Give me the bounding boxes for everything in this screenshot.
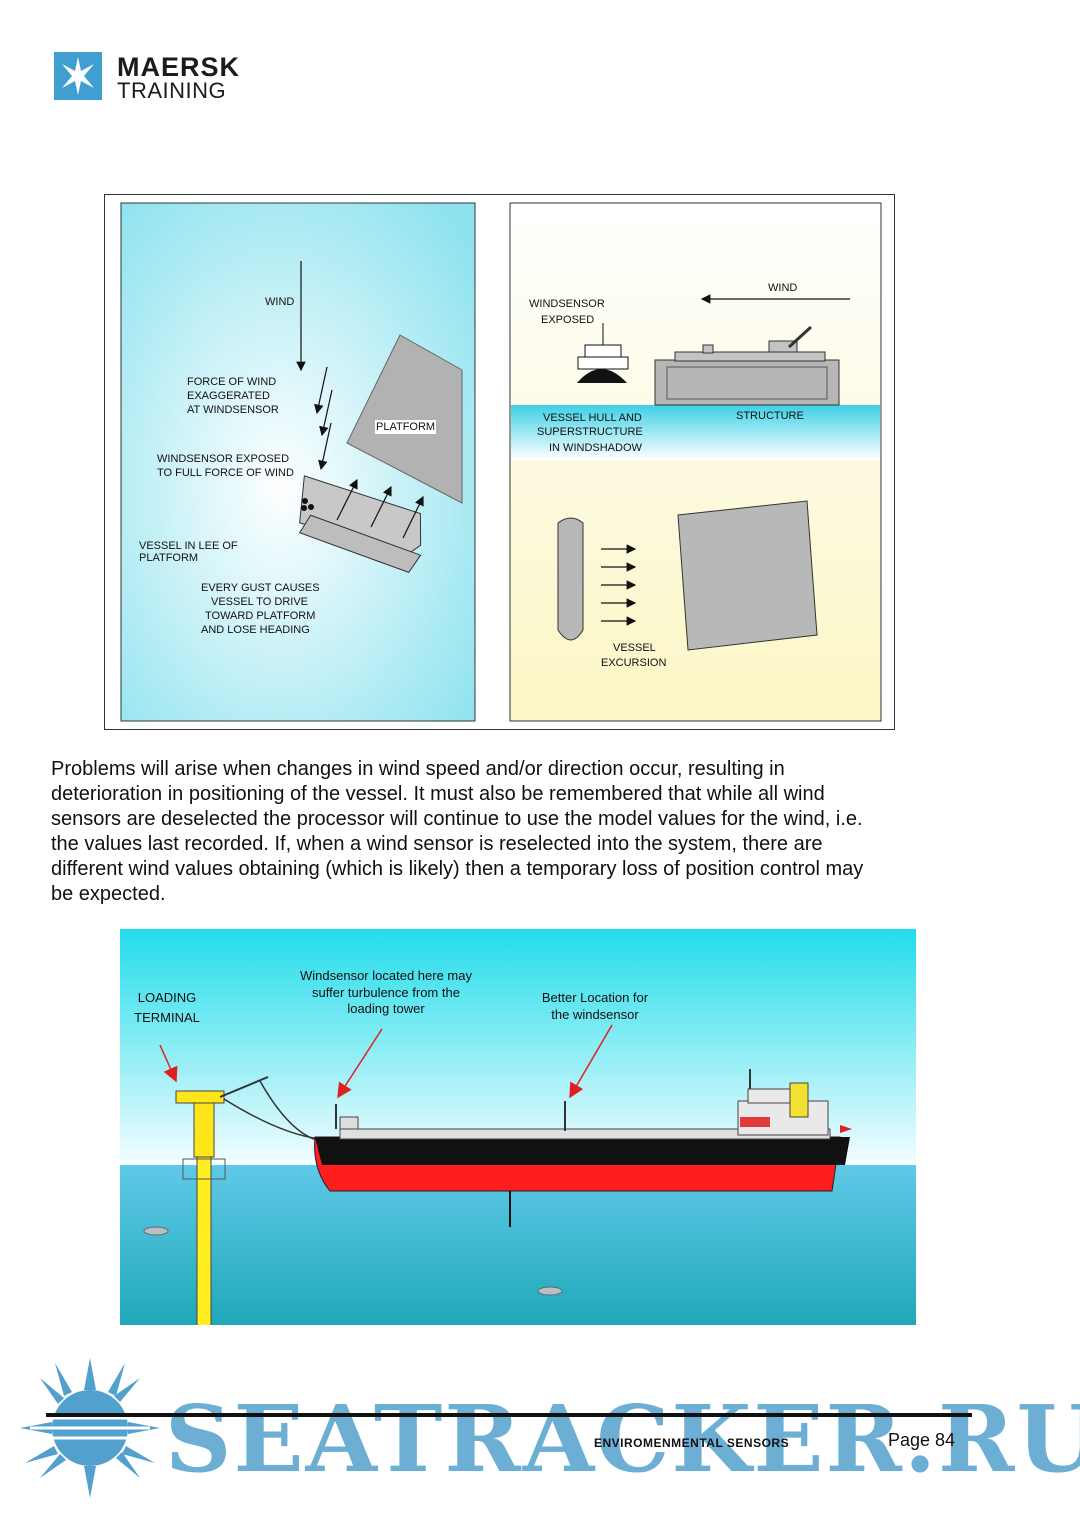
hull-label-2: SUPERSTRUCTURE: [537, 426, 643, 438]
paragraph-line: deterioration in positioning of the vess…: [51, 783, 825, 805]
left-wind-label: WIND: [265, 296, 295, 308]
paragraph-line: the values last recorded. If, when a win…: [51, 833, 823, 855]
gust-label-2: VESSEL TO DRIVE: [211, 596, 309, 608]
exposed-label-1: WINDSENSOR EXPOSED: [157, 453, 290, 465]
paragraph-line: sensors are deselected the processor wil…: [51, 808, 863, 830]
windshadow-diagram: [120, 202, 882, 722]
turbulence-label-1: Windsensor located here may: [300, 968, 472, 983]
page-number: Page 84: [888, 1430, 956, 1450]
logo-title: MAERSK: [117, 52, 241, 82]
body-paragraph: Problems will arise when changes in wind…: [51, 757, 991, 907]
gust-label-1: EVERY GUST CAUSES: [201, 582, 320, 594]
right-wind-label: WIND: [768, 282, 798, 294]
sun-icon: [20, 1358, 160, 1498]
lee-label-2: PLATFORM: [139, 552, 199, 564]
sensor-label-2: EXPOSED: [541, 314, 595, 326]
turbulence-label-2: suffer turbulence from the: [312, 985, 460, 1000]
hull-label-3: IN WINDSHADOW: [549, 442, 642, 454]
tanker-diagram: [120, 929, 916, 1325]
paragraph-line: Problems will arise when changes in wind…: [51, 758, 785, 780]
platform-label: PLATFORM: [375, 420, 437, 434]
force-label-3: AT WINDSENSOR: [187, 404, 279, 416]
footer-divider: [46, 1413, 972, 1417]
force-label-2: EXAGGERATED: [187, 390, 270, 402]
logo-subtitle: TRAINING: [117, 78, 227, 103]
footer-section-title: ENVIROMENMENTAL SENSORS: [594, 1436, 790, 1450]
maersk-logo: [54, 52, 102, 100]
terminal-label-1: LOADING: [137, 990, 197, 1005]
gust-label-3: TOWARD PLATFORM: [205, 610, 316, 622]
sensor-label-1: WINDSENSOR: [529, 298, 605, 310]
structure-label: STRUCTURE: [736, 410, 804, 422]
gust-label-4: AND LOSE HEADING: [201, 624, 310, 636]
paragraph-line: be expected.: [51, 883, 166, 905]
terminal-label-2: TERMINAL: [134, 1010, 200, 1025]
windshadow-figure: WIND FORCE OF WIND EXAGGERATED AT WINDSE…: [104, 194, 895, 730]
force-label-1: FORCE OF WIND: [187, 376, 277, 388]
tanker-figure: LOADING TERMINAL Windsensor located here…: [120, 929, 916, 1325]
lee-label-1: VESSEL IN LEE OF: [139, 540, 238, 552]
turbulence-label-3: loading tower: [347, 1001, 425, 1016]
better-location-label-1: Better Location for: [541, 990, 649, 1005]
watermark-text: SEATRACKER.RU: [165, 1385, 1080, 1493]
hull-label-1: VESSEL HULL AND: [543, 412, 642, 424]
excursion-label-1: VESSEL: [613, 642, 656, 654]
star-icon: [62, 57, 94, 95]
excursion-label-2: EXCURSION: [601, 657, 667, 669]
exposed-label-2: TO FULL FORCE OF WIND: [157, 467, 294, 479]
better-location-label-2: the windsensor: [551, 1007, 639, 1022]
paragraph-line: different wind values obtaining (which i…: [51, 858, 864, 880]
